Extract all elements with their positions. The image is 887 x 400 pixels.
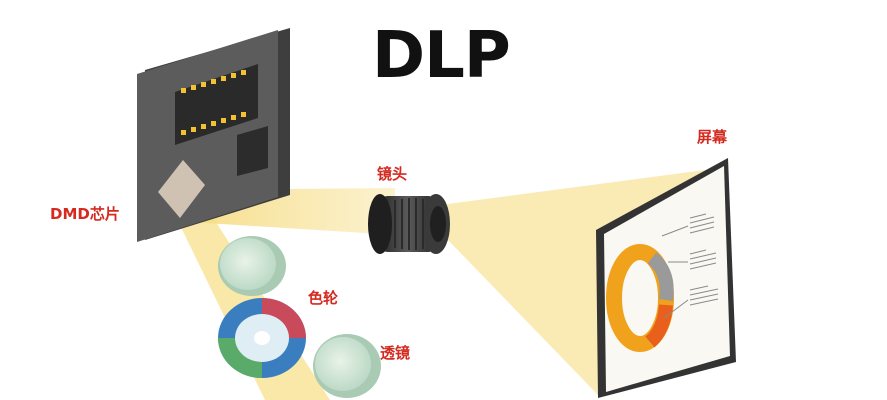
screen-text-lines xyxy=(661,213,719,319)
label-dmd-chip: DMD芯片 xyxy=(50,205,120,223)
label-projection-lens: 镜头 xyxy=(377,165,408,183)
color-wheel xyxy=(218,298,306,378)
projection-lens xyxy=(368,194,450,254)
label-screen: 屏幕 xyxy=(697,128,728,146)
label-relay-lens: 透镜 xyxy=(380,344,411,362)
dmd-mirror xyxy=(158,160,205,218)
diagram-title: DLP xyxy=(372,19,511,93)
chip-pins xyxy=(181,70,246,135)
relay-lens xyxy=(313,334,381,398)
condenser-lens xyxy=(218,236,286,296)
dmd-chip-board xyxy=(137,28,290,242)
projection-screen xyxy=(596,158,736,398)
label-color-wheel: 色轮 xyxy=(308,289,339,307)
chip-square xyxy=(237,126,268,176)
screen-donut-chart xyxy=(606,244,674,352)
